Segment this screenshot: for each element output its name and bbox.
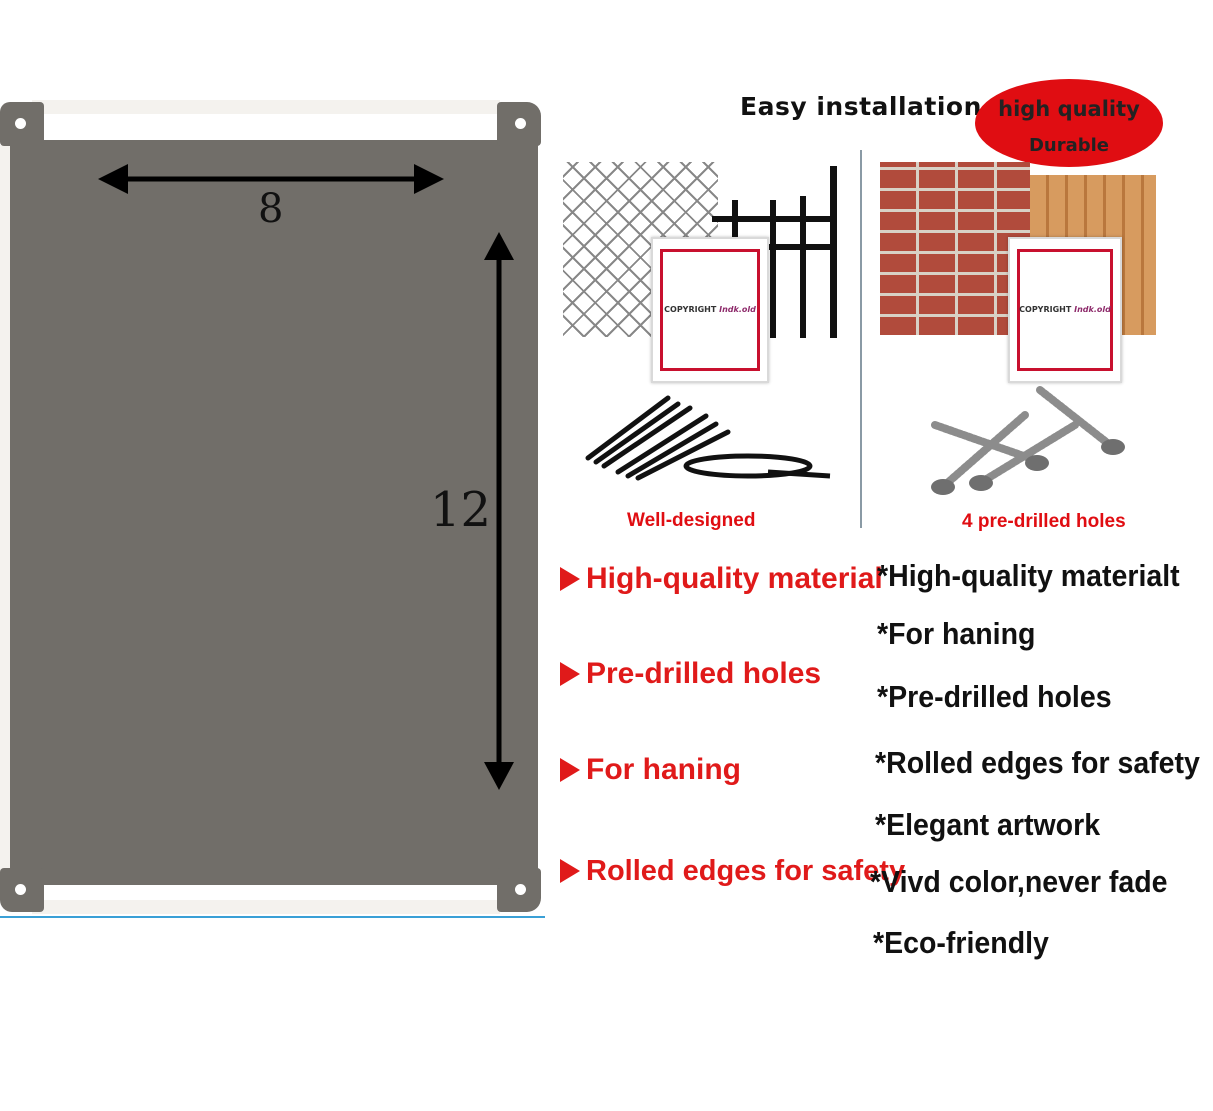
mini-sign-text: COPYRIGHT Indk.old xyxy=(664,305,756,314)
mounting-hole xyxy=(515,884,526,895)
triangle-bullet-icon xyxy=(560,662,580,686)
feature-red-item: Pre-drilled holes xyxy=(560,657,821,691)
divider-line xyxy=(0,916,545,918)
feature-black-item: *Pre-drilled holes xyxy=(877,679,1112,714)
badge-line-2: Durable xyxy=(1028,135,1110,156)
mounting-hole xyxy=(15,118,26,129)
corner-tab-bottom-right xyxy=(497,868,541,912)
sign-top-edge xyxy=(32,100,500,114)
triangle-bullet-icon xyxy=(560,758,580,782)
left-caption: Well-designed xyxy=(627,510,756,531)
corner-tab-top-right xyxy=(497,102,541,146)
mounting-hole xyxy=(515,118,526,129)
installation-title: Easy installation xyxy=(740,92,982,121)
feature-black-item: *High-quality materialt xyxy=(877,558,1180,593)
feature-black-item: *Eco-friendly xyxy=(873,925,1049,960)
sign-left-edge xyxy=(0,145,10,885)
column-divider xyxy=(860,150,862,528)
feature-red-item: High-quality material xyxy=(560,562,883,596)
badge-line-1: high quality xyxy=(998,97,1140,121)
corner-tab-bottom-left xyxy=(0,868,44,912)
feature-red-item: Rolled edges for safety xyxy=(560,855,905,888)
height-label: 12 xyxy=(430,482,492,538)
sign-bottom-edge xyxy=(32,900,500,914)
corner-tab-top-left xyxy=(0,102,44,146)
right-caption: 4 pre-drilled holes xyxy=(962,511,1126,532)
triangle-bullet-icon xyxy=(560,859,580,883)
feature-red-item: For haning xyxy=(560,753,741,787)
width-label: 8 xyxy=(258,186,284,232)
feature-black-item: *Elegant artwork xyxy=(875,807,1101,842)
screws-image xyxy=(931,386,1125,495)
mounting-hole xyxy=(15,884,26,895)
cable-ties-image xyxy=(585,395,831,481)
width-arrow xyxy=(98,164,444,194)
sign-plate xyxy=(10,140,538,885)
height-arrow xyxy=(484,232,514,790)
feature-black-item: *For haning xyxy=(877,616,1036,651)
brick-wall-image xyxy=(880,162,1030,335)
feature-black-item: *Rolled edges for safety xyxy=(875,745,1200,780)
mini-sign-left: COPYRIGHT Indk.old xyxy=(651,237,769,383)
mini-sign-text: COPYRIGHT Indk.old xyxy=(1019,305,1111,314)
quality-badge: high quality Durable xyxy=(975,79,1163,167)
sign-blank-panel: 8 12 xyxy=(0,100,545,920)
triangle-bullet-icon xyxy=(560,567,580,591)
feature-black-item: *Vivd color,never fade xyxy=(870,864,1168,899)
mini-sign-right: COPYRIGHT Indk.old xyxy=(1008,237,1122,383)
